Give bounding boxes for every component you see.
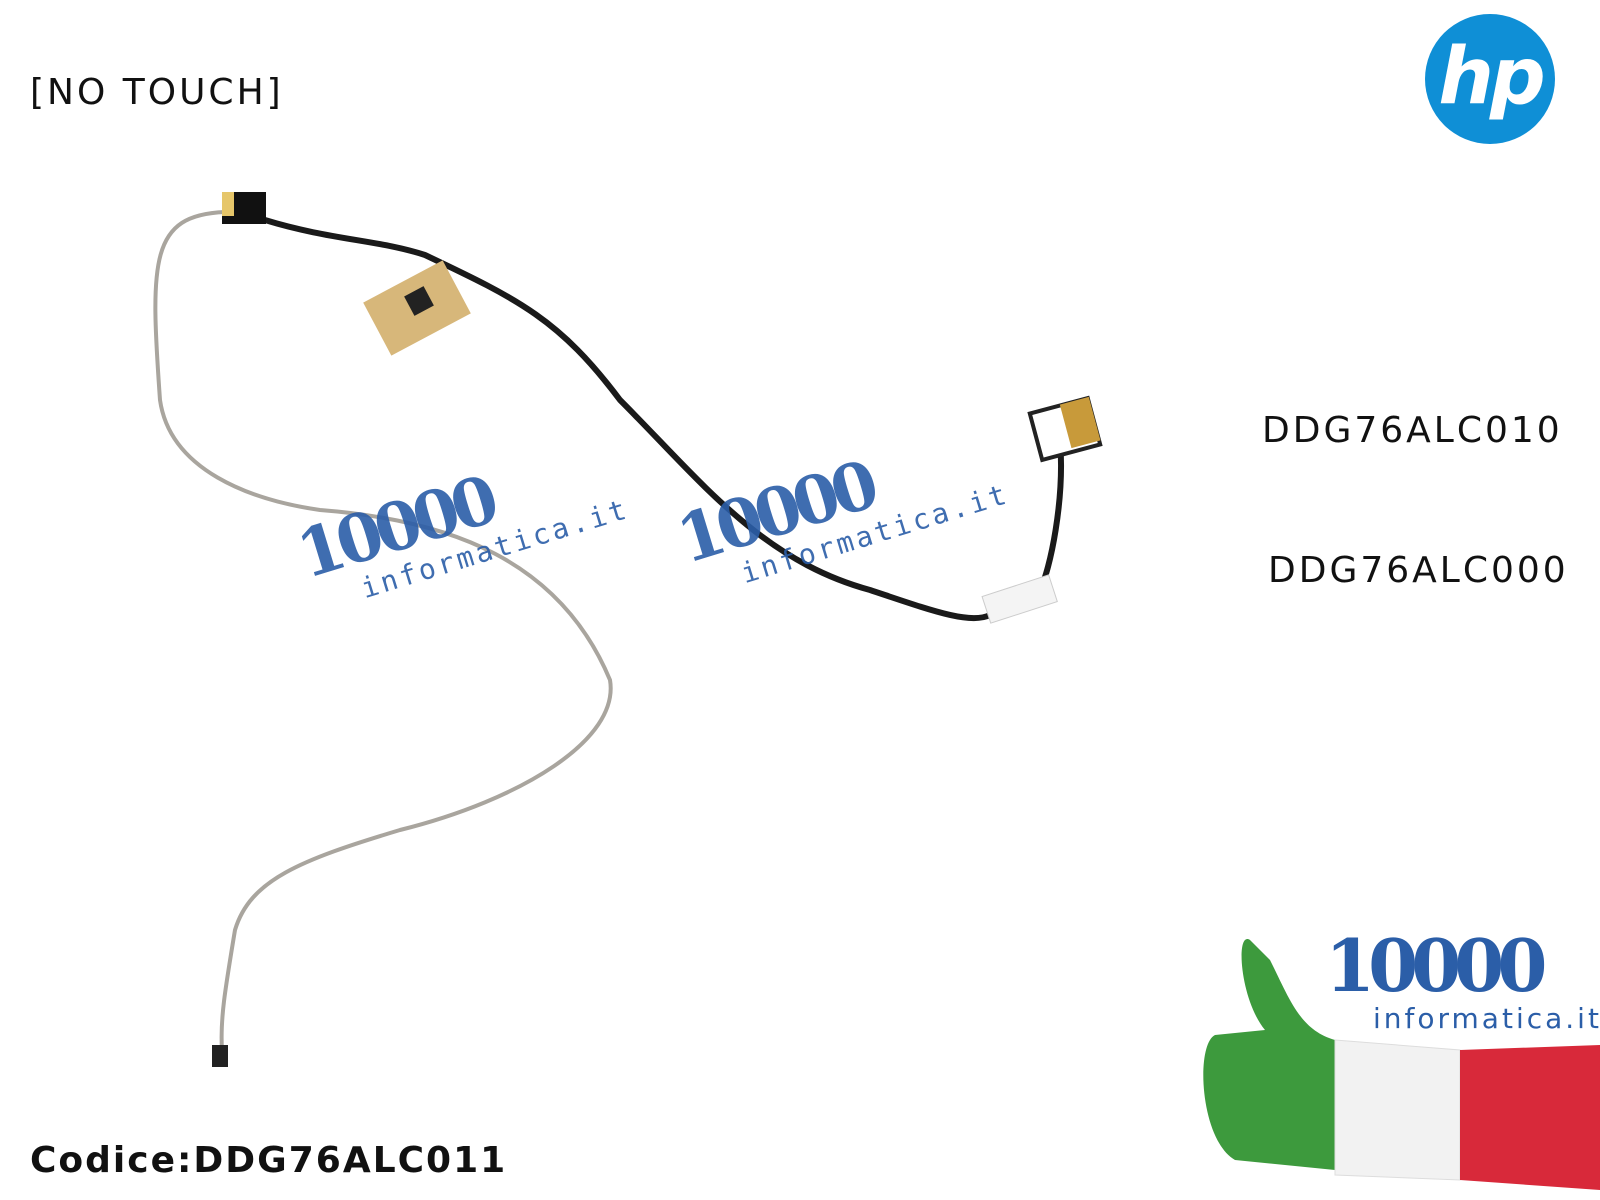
cable-grey [153, 210, 613, 1051]
tape-label [981, 574, 1058, 624]
hp-logo: hp [1425, 14, 1555, 144]
flag-thumbs-up [1203, 939, 1600, 1190]
alt-code-2: DDG76ALC000 [1268, 550, 1569, 591]
alt-code-1: DDG76ALC010 [1262, 410, 1563, 451]
cable-black-2 [1037, 439, 1064, 592]
product-code: Codice:DDG76ALC011 [30, 1140, 508, 1181]
cable-black [264, 217, 992, 622]
variant-label: [NO TOUCH] [30, 72, 284, 113]
brand-logo: 10000 informatica.it [1325, 923, 1600, 1036]
connector-bottom [212, 1045, 228, 1067]
